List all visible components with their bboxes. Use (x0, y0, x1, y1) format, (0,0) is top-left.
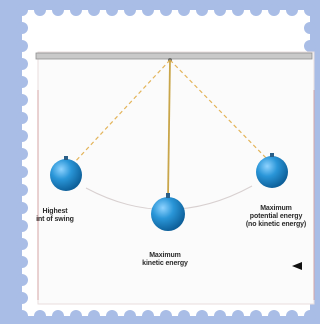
pendulum-bob-center-icon (151, 193, 185, 231)
ceiling-bar (35, 52, 313, 60)
label-line: Maximum (260, 205, 292, 212)
label-line: potential energy (249, 213, 303, 220)
left-dashed-string (71, 59, 171, 166)
center-string (167, 59, 171, 199)
pendulum-bob-right-icon (256, 153, 288, 188)
label-maximum-kinetic: Maximum kinetic energy (130, 252, 200, 268)
label-line: Highest (42, 208, 68, 215)
label-line: (no kinetic energy) (245, 221, 307, 228)
label-line: kinetic energy (142, 260, 188, 267)
label-maximum-potential: Maximum potential energy (no kinetic ene… (240, 205, 312, 229)
label-line: Maximum (149, 252, 181, 259)
pendulum-bob-left-icon (50, 156, 82, 191)
left-pointing-arrow-icon (292, 262, 302, 270)
right-dashed-string (169, 59, 271, 163)
label-line: int of swing (36, 216, 74, 223)
label-highest-point: Highest int of swing (30, 208, 80, 224)
